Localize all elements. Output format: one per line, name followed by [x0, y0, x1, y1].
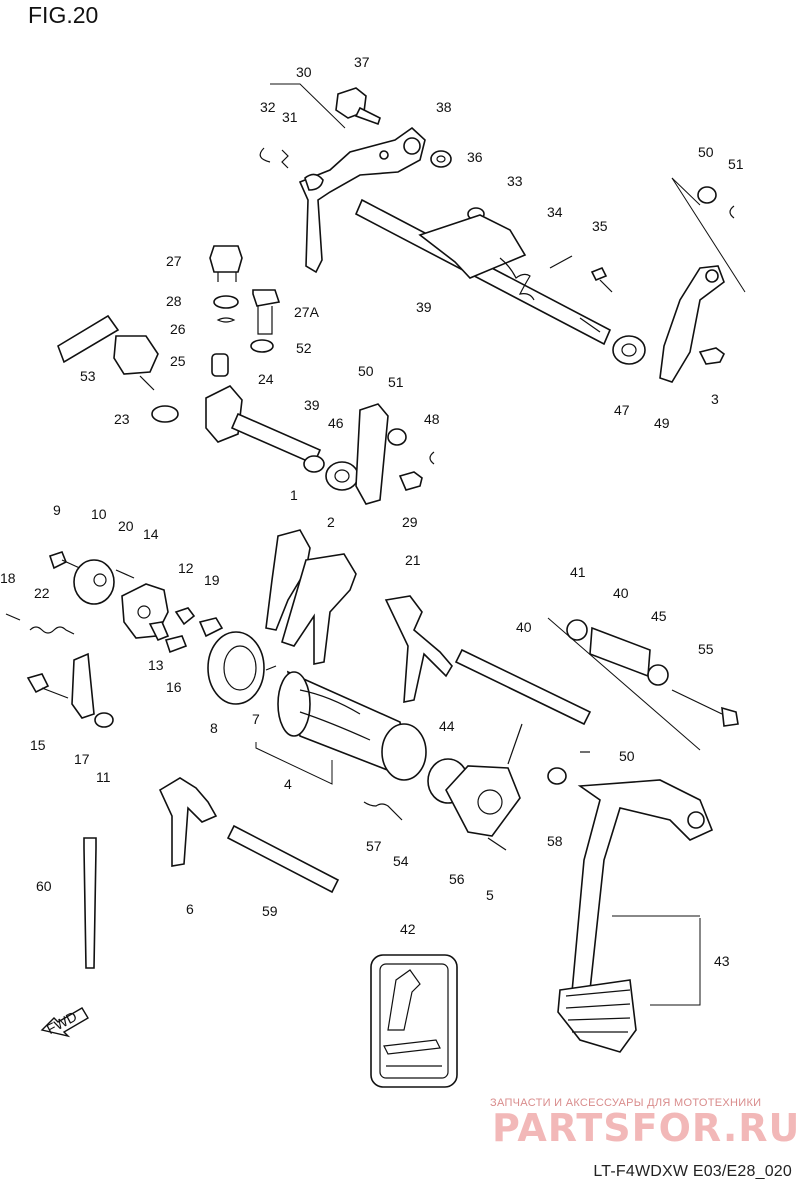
callout-labels: 30 37 32 31 38 36 33 34 35 50 51 27 28 2… — [0, 54, 744, 969]
callout: 26 — [170, 321, 186, 337]
watermark-logo: PARTSFOR.RU — [492, 1106, 800, 1150]
callout: 54 — [393, 853, 409, 869]
callout: 58 — [547, 833, 563, 849]
callout: 15 — [30, 737, 46, 753]
callout: 50 — [358, 363, 374, 379]
shift-forks — [265, 529, 453, 703]
callout: 49 — [654, 415, 670, 431]
pedal-pivot-group — [547, 617, 739, 751]
callout: 51 — [388, 374, 404, 390]
callout: 27 — [166, 253, 182, 269]
callout: 13 — [148, 657, 164, 673]
callout: 56 — [449, 871, 465, 887]
shift-pattern-label — [370, 954, 458, 1088]
shift-fork-5 — [158, 777, 218, 867]
bolt-35 — [590, 266, 613, 293]
callout: 11 — [96, 769, 111, 785]
callout: 36 — [467, 149, 483, 165]
callout: 2 — [327, 514, 335, 530]
callout: 17 — [74, 751, 90, 767]
gearshift-arm-47 — [612, 177, 746, 383]
callout: 50 — [619, 748, 635, 764]
callout: 50 — [698, 144, 714, 160]
callout: 32 — [260, 99, 276, 115]
callout: 41 — [570, 564, 586, 580]
callout: 27A — [294, 304, 320, 320]
callout: 55 — [698, 641, 714, 657]
callout: 14 — [143, 526, 159, 542]
watermark-caption: ЗАПЧАСТИ И АКСЕССУАРЫ ДЛЯ МОТОТЕХНИКИ — [490, 1097, 762, 1109]
callout: 1 — [290, 487, 298, 503]
callout: 8 — [210, 720, 218, 736]
callout: 29 — [402, 514, 418, 530]
callout: 60 — [36, 878, 52, 894]
callout: 35 — [592, 218, 608, 234]
callout: 34 — [547, 204, 563, 220]
drum-stopper-group — [5, 551, 224, 728]
callout: 25 — [170, 353, 186, 369]
shift-shaft-23 — [205, 385, 435, 505]
shift-arm-assembly — [259, 87, 485, 274]
callout: 51 — [728, 156, 744, 172]
callout: 53 — [80, 368, 96, 384]
callout: 59 — [262, 903, 278, 919]
callout: 4 — [284, 776, 292, 792]
callout: 10 — [91, 506, 107, 522]
callout: 39 — [416, 299, 432, 315]
callout: 6 — [186, 901, 194, 917]
callout: 44 — [439, 718, 455, 734]
callout: 45 — [651, 608, 667, 624]
fwd-arrow-icon: FWD — [40, 1007, 89, 1038]
figure-code: LT-F4WDXW E03/E28_020 — [593, 1163, 792, 1180]
callout: 21 — [405, 552, 421, 568]
cable-tie — [83, 837, 97, 969]
callout: 37 — [354, 54, 370, 70]
callout: 38 — [436, 99, 452, 115]
gearshift-lever — [547, 767, 714, 1053]
callout: 18 — [0, 570, 16, 586]
callout: 24 — [258, 371, 274, 387]
callout: 52 — [296, 340, 312, 356]
fork-shafts — [226, 648, 592, 894]
callout: 40 — [613, 585, 629, 601]
callout: 31 — [282, 109, 298, 125]
callout: 20 — [118, 518, 134, 534]
callout: 30 — [296, 64, 312, 80]
callout: 40 — [516, 619, 532, 635]
callout: 28 — [166, 293, 182, 309]
gear-position-switch — [363, 723, 590, 851]
figure-title: FIG.20 — [28, 2, 99, 28]
callout: 33 — [507, 173, 523, 189]
callout: 12 — [178, 560, 194, 576]
callout: 42 — [400, 921, 416, 937]
callout: 16 — [166, 679, 182, 695]
callout: 19 — [204, 572, 220, 588]
callout: 43 — [714, 953, 730, 969]
callout: 23 — [114, 411, 130, 427]
callout: 3 — [711, 391, 719, 407]
callout: 7 — [252, 711, 260, 727]
callout: 9 — [53, 502, 61, 518]
callout: 47 — [614, 402, 630, 418]
callout: 57 — [366, 838, 382, 854]
gearshift-cam-drum — [207, 631, 427, 781]
gearshift-shaft — [354, 198, 612, 346]
callout: 46 — [328, 415, 344, 431]
callout: 39 — [304, 397, 320, 413]
callout: 22 — [34, 585, 50, 601]
callout: 5 — [486, 887, 494, 903]
neutral-switch-group — [57, 245, 281, 423]
callout: 48 — [424, 411, 440, 427]
